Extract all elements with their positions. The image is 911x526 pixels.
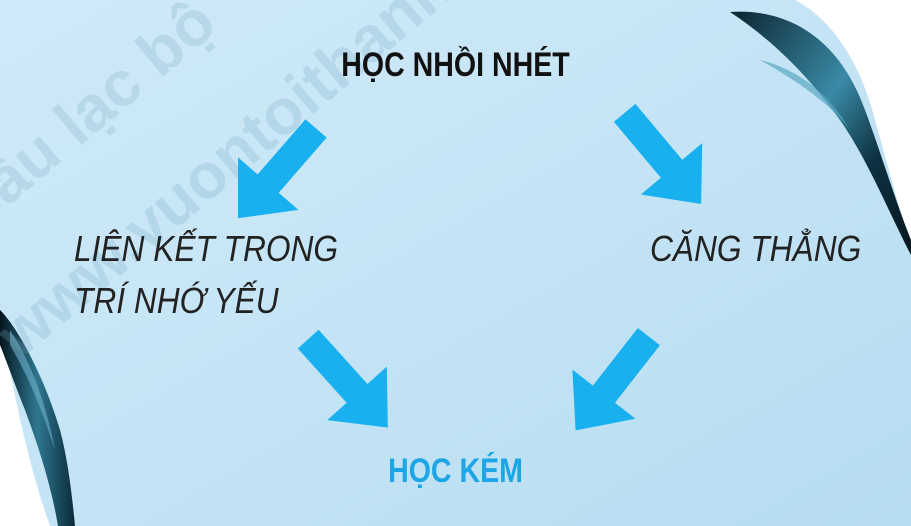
arrows-group [238, 103, 703, 431]
node-right: CĂNG THẲNG [650, 228, 862, 269]
node-left-line-2: TRÍ NHỚ YẾU [74, 280, 279, 321]
paper-curl-top-right [730, 11, 911, 256]
node-bottom: HỌC KÉM [388, 452, 523, 490]
arrow-top-to-right [613, 103, 703, 205]
paper-curl-left [0, 310, 75, 526]
node-left-line-1: LIÊN KẾT TRONG [74, 228, 339, 269]
arrow-right-to-bottom [572, 328, 660, 431]
node-top: HỌC NHỒI NHÉT [341, 46, 570, 84]
arrow-left-to-bottom [297, 329, 388, 428]
arrow-top-to-left [238, 119, 327, 219]
